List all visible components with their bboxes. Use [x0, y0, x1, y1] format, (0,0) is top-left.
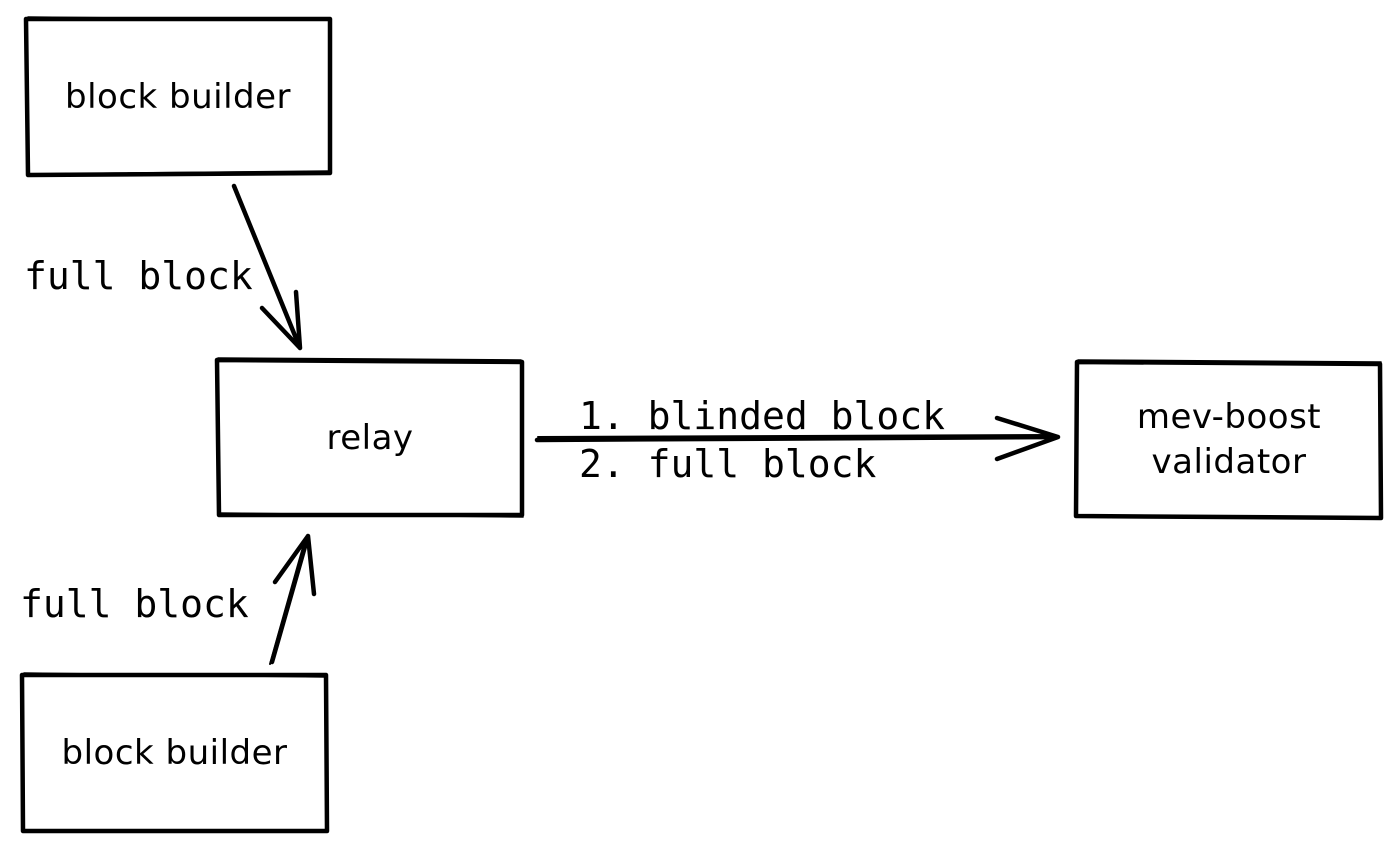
relay-node: relay — [218, 361, 522, 516]
arrow-bottom-builder-to-relay-sketch — [269, 539, 306, 665]
block-builder-bottom-node: block builder — [22, 675, 327, 831]
block-builder-top-node: block builder — [26, 19, 330, 175]
edge-label-top-full-block: full block — [24, 254, 253, 298]
edge-label-full-block: 2. full block — [579, 442, 877, 486]
validator-label-line1: mev-boost — [1136, 397, 1322, 438]
relay-label: relay — [326, 418, 414, 459]
validator-label-line2: validator — [1151, 441, 1307, 482]
arrow-bottom-builder-to-relay — [269, 533, 317, 665]
block-builder-bottom-label: block builder — [61, 732, 288, 773]
block-builder-top-label: block builder — [64, 76, 292, 117]
edge-label-bottom-full-block: full block — [20, 582, 249, 626]
validator-node: mev-boost validator — [1077, 362, 1381, 517]
edge-label-blinded-block: 1. blinded block — [579, 394, 946, 438]
